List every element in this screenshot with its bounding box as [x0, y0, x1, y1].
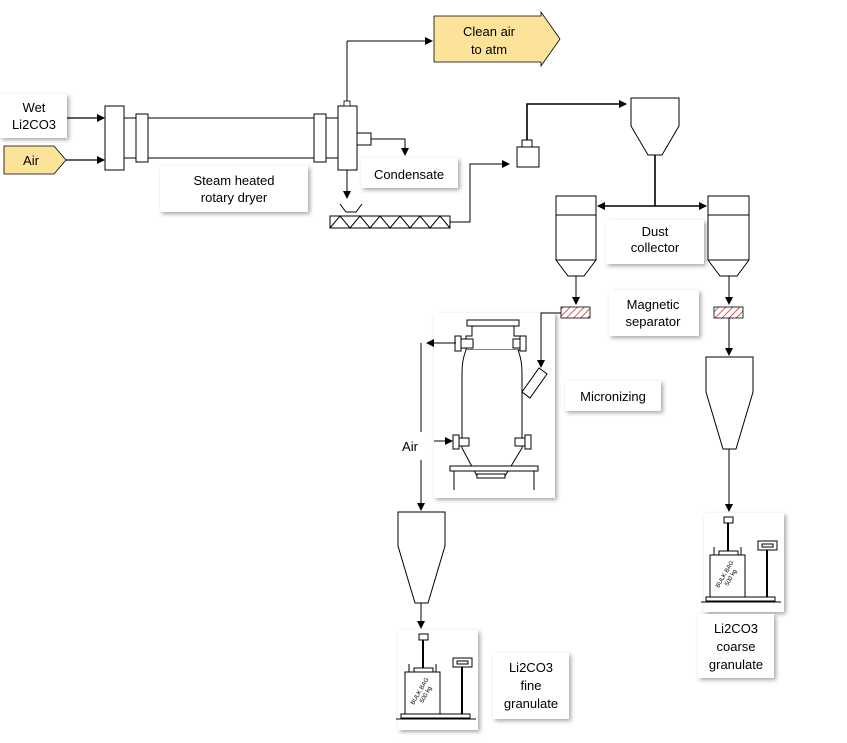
dryer-ring-left	[135, 113, 149, 163]
cyclone-fine	[397, 511, 446, 604]
clean-air-line2: to atm	[471, 42, 507, 57]
air-micronizer-label: Air	[392, 432, 430, 460]
clean-air-line1: Clean air	[463, 24, 516, 39]
wet-li2co3-inlet: Wet Li2CO3	[0, 94, 67, 138]
dryer-label: Steam heated rotary dryer	[160, 166, 308, 212]
dryer-drum	[147, 117, 315, 159]
svg-text:collector: collector	[631, 240, 680, 255]
svg-text:Steam heated: Steam heated	[194, 173, 275, 188]
svg-text:Condensate: Condensate	[374, 167, 444, 182]
dryer-outlet-head	[337, 105, 358, 171]
magnetic-separator-left	[560, 306, 591, 319]
magnetic-separator-right	[713, 306, 744, 319]
air-inlet-label: Air	[23, 153, 40, 168]
silo-left	[555, 195, 597, 277]
coarse-granulate-label: Li2CO3 coarse granulate	[698, 614, 774, 678]
svg-text:Air: Air	[402, 439, 419, 454]
condensate-label: Condensate	[361, 158, 458, 188]
bulk-bag-station-coarse: BULK BAG 500 kg	[701, 513, 784, 612]
magnetic-separator-label: Magnetic separator	[609, 290, 699, 336]
condensate-trap	[356, 132, 372, 146]
svg-text:granulate: granulate	[504, 696, 558, 711]
svg-text:Micronizing: Micronizing	[580, 389, 646, 404]
svg-text:coarse: coarse	[716, 639, 755, 654]
svg-text:fine: fine	[521, 678, 542, 693]
svg-text:rotary dryer: rotary dryer	[201, 190, 268, 205]
air-inlet-arrow: Air	[3, 145, 67, 175]
micronizer	[434, 313, 555, 498]
dryer-ring-right	[313, 113, 327, 163]
svg-text:Li2CO3: Li2CO3	[509, 660, 553, 675]
svg-text:Magnetic: Magnetic	[627, 297, 680, 312]
wet-label-line1: Wet	[23, 100, 46, 115]
cyclone-top	[630, 97, 680, 156]
clean-air-arrow: Clean air to atm	[433, 10, 561, 68]
wet-label-line2: Li2CO3	[12, 117, 56, 132]
dryer-inlet-head	[104, 105, 125, 171]
rotary-dryer	[104, 105, 372, 171]
cyclone-coarse	[705, 356, 754, 450]
svg-text:Li2CO3: Li2CO3	[714, 621, 758, 636]
bulk-bag-station-fine: BULK BAG 500 kg	[396, 630, 478, 730]
fine-granulate-label: Li2CO3 fine granulate	[493, 653, 569, 719]
micronizing-label: Micronizing	[565, 381, 661, 411]
blower	[516, 139, 540, 168]
svg-text:Dust: Dust	[642, 224, 669, 239]
dust-collector-label: Dust collector	[606, 220, 704, 264]
condensate-arrow	[371, 138, 409, 156]
svg-text:separator: separator	[626, 314, 682, 329]
screw-conveyor	[329, 203, 451, 229]
svg-text:granulate: granulate	[709, 657, 763, 672]
silo-right	[707, 195, 750, 277]
